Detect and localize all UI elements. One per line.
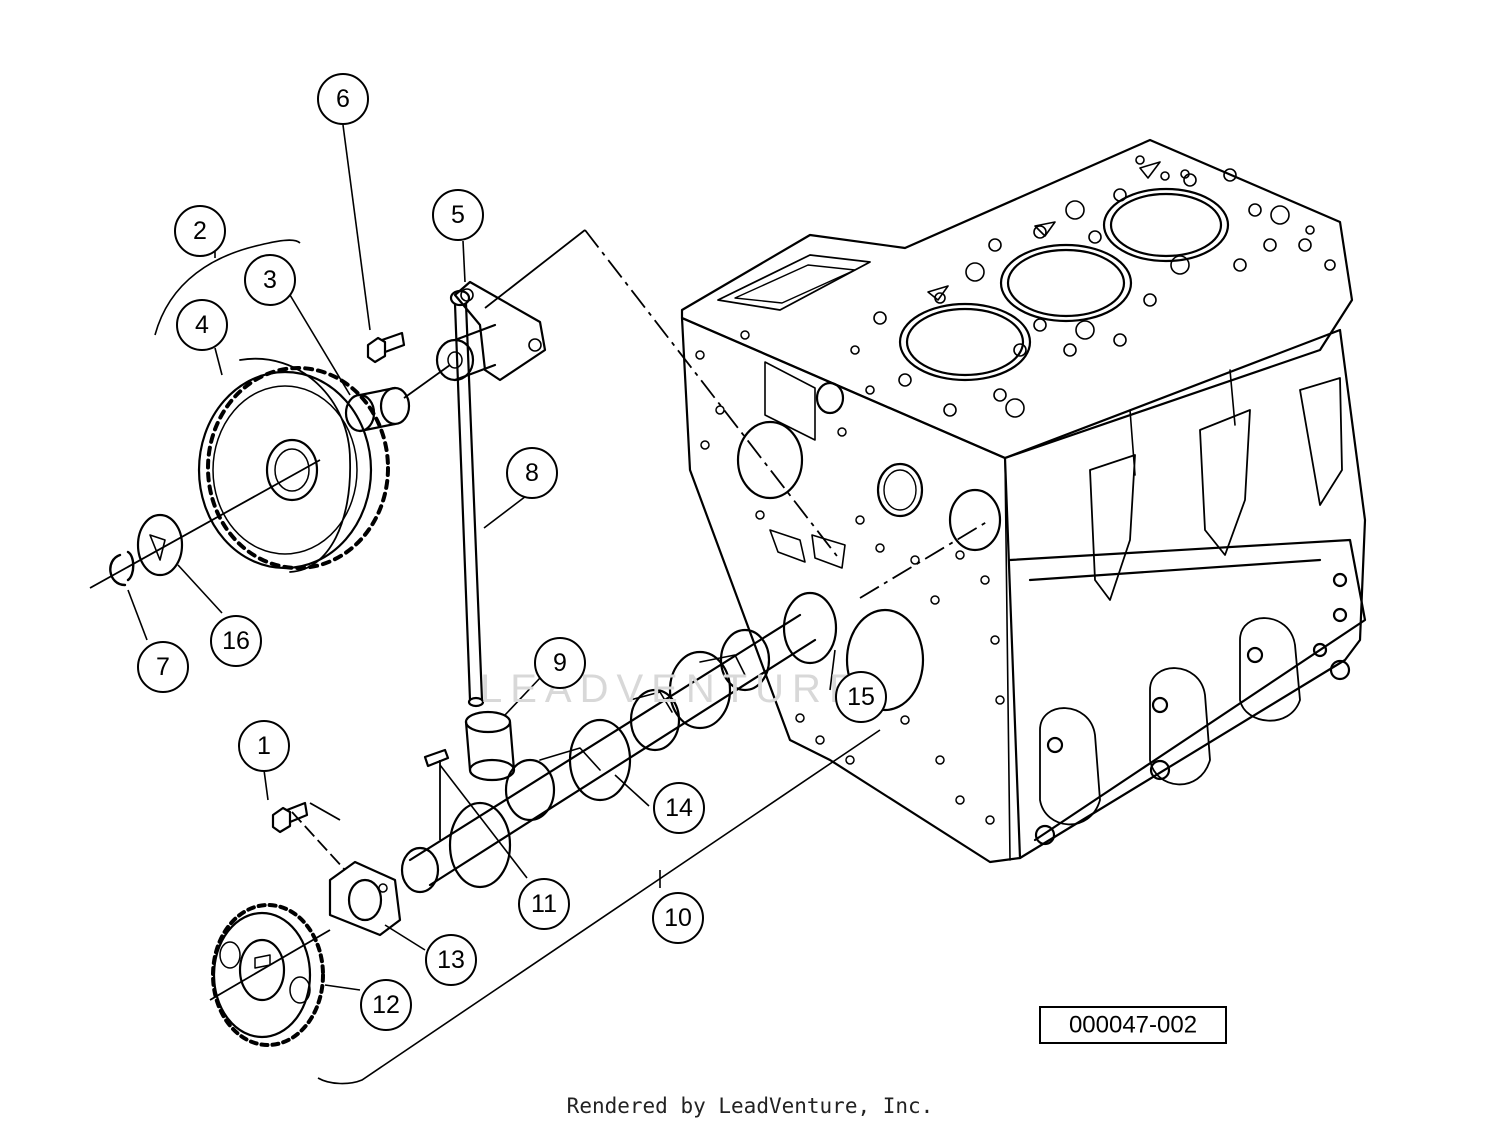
idler-shaft <box>435 280 547 382</box>
callout-15[interactable]: 15 <box>835 671 887 723</box>
callout-11[interactable]: 11 <box>518 878 570 930</box>
bushing <box>344 386 411 433</box>
svg-text:1: 1 <box>257 732 271 760</box>
callout-7[interactable]: 7 <box>137 641 189 693</box>
svg-text:8: 8 <box>525 459 539 487</box>
key <box>423 748 450 768</box>
callout-6[interactable]: 6 <box>317 73 369 125</box>
svg-text:6: 6 <box>336 85 350 113</box>
bolt-1 <box>271 801 309 834</box>
cam-gear <box>211 903 325 1047</box>
bolt-6 <box>366 331 406 364</box>
callout-12[interactable]: 12 <box>360 979 412 1031</box>
svg-text:15: 15 <box>847 683 875 711</box>
svg-text:4: 4 <box>195 311 209 339</box>
callout-1[interactable]: 1 <box>238 720 290 772</box>
snap-ring <box>109 550 135 587</box>
callout-2[interactable]: 2 <box>174 205 226 257</box>
svg-text:12: 12 <box>372 991 400 1019</box>
callout-5[interactable]: 5 <box>432 189 484 241</box>
callout-3[interactable]: 3 <box>244 254 296 306</box>
tappet <box>464 710 516 782</box>
thrust-washer <box>136 513 184 577</box>
callout-16[interactable]: 16 <box>210 615 262 667</box>
callout-4[interactable]: 4 <box>176 299 228 351</box>
callout-10[interactable]: 10 <box>652 892 704 944</box>
svg-text:16: 16 <box>222 627 250 655</box>
camshaft <box>400 591 838 894</box>
svg-text:11: 11 <box>531 890 557 918</box>
callout-9[interactable]: 9 <box>534 637 586 689</box>
svg-text:5: 5 <box>451 201 465 229</box>
footer-credit: Rendered by LeadVenture, Inc. <box>566 1094 934 1118</box>
svg-text:2: 2 <box>193 217 207 245</box>
leader-lines <box>127 124 836 991</box>
callout-8[interactable]: 8 <box>506 447 558 499</box>
svg-text:10: 10 <box>664 904 692 932</box>
svg-text:9: 9 <box>553 649 567 677</box>
callout-14[interactable]: 14 <box>653 782 705 834</box>
push-rod <box>449 289 485 708</box>
svg-text:13: 13 <box>437 946 465 974</box>
reference-number: 000047-002 <box>1069 1012 1197 1039</box>
svg-text:14: 14 <box>665 794 693 822</box>
svg-text:3: 3 <box>263 266 277 294</box>
idler-gear <box>197 357 390 573</box>
reference-number-box: 000047-002 <box>1039 1006 1227 1044</box>
thrust-plate <box>328 860 402 937</box>
engine-block <box>680 138 1367 864</box>
svg-text:7: 7 <box>156 653 170 681</box>
callout-13[interactable]: 13 <box>425 934 477 986</box>
